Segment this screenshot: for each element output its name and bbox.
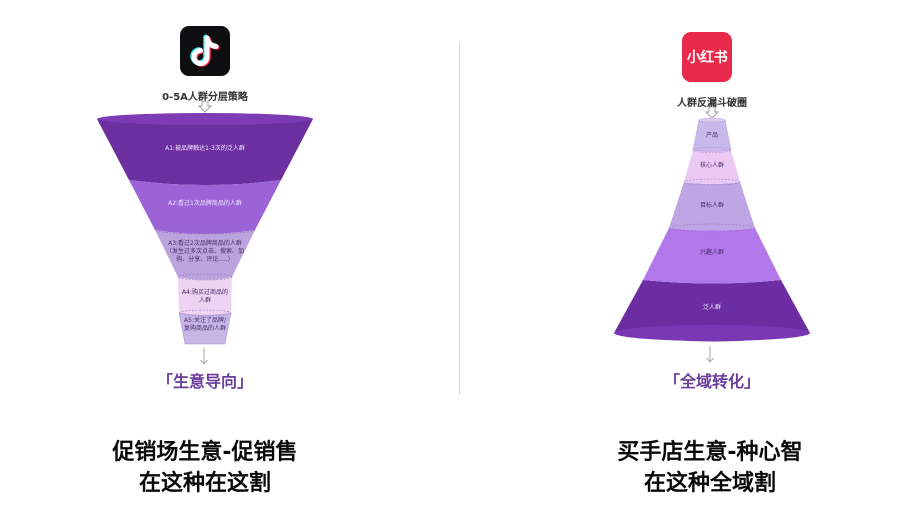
- funnel-label-target: 目标人群: [699, 202, 724, 209]
- funnel-label-a5: A5:关注了品牌/复购商品的人群: [184, 317, 227, 333]
- right-caption-line-1: 买手店生意-种心智: [617, 440, 803, 465]
- left-diagram-title: 0-5A人群分层策略: [162, 92, 248, 103]
- tiktok-icon: [180, 26, 230, 76]
- funnel-bottom-rim: [614, 325, 810, 341]
- funnel-layer-interest: [643, 228, 781, 284]
- funnel-layer-a5: [178, 312, 232, 345]
- funnel-label-product: 产品: [705, 132, 718, 139]
- left-caption-line-1: 促销场生意-促销售: [112, 440, 298, 465]
- funnel-layer-a1: [97, 119, 313, 185]
- funnel-label-a3: A3:看过2次品牌商品的人群（发生过多次点击、搜索、加购、分享、评论.....）: [165, 240, 244, 264]
- left-caption-line-2: 在这种在这割: [138, 471, 271, 496]
- down-arrow-icon: [200, 348, 208, 365]
- funnel-layer-a4: [178, 277, 232, 316]
- funnel-layer-a2: [129, 180, 281, 234]
- funnel-layer-target: [669, 182, 755, 231]
- funnel-label-a2: A2:看过1次品牌商品的人群: [168, 200, 242, 207]
- funnel-label-interest: 兴趣人群: [699, 249, 724, 256]
- left-bracket-label: 「生意导向」: [156, 372, 253, 391]
- funnel-label-core: 核心人群: [699, 162, 724, 169]
- xiaohongshu-icon: 小红书: [682, 32, 732, 82]
- funnel-top-rim: [97, 113, 313, 125]
- center-divider: [459, 43, 460, 395]
- right-caption-line-2: 在这种全域割: [643, 471, 776, 496]
- funnel-label-broad: 泛人群: [702, 304, 721, 311]
- hollow-down-arrow-icon: [198, 101, 212, 113]
- right-caption: 买手店生意-种心智 在这种全域割: [560, 437, 860, 499]
- down-arrow-icon: [706, 346, 714, 363]
- right-bracket-label: 「全域转化」: [663, 372, 760, 391]
- left-caption: 促销场生意-促销售 在这种在这割: [60, 437, 350, 499]
- xiaohongshu-icon-text: 小红书: [686, 50, 728, 66]
- funnel-label-a4: A4:购买过商品的人群: [182, 289, 228, 305]
- right-diagram-title: 人群反漏斗破圈: [677, 98, 747, 109]
- funnel-layer-a3: [155, 230, 255, 280]
- funnel-layer-core: [684, 150, 740, 184]
- funnel-label-a1: A1:被品牌触达1-3次的泛人群: [165, 145, 245, 152]
- tiktok-note-icon: [190, 34, 220, 67]
- hollow-down-arrow-icon: [705, 107, 719, 119]
